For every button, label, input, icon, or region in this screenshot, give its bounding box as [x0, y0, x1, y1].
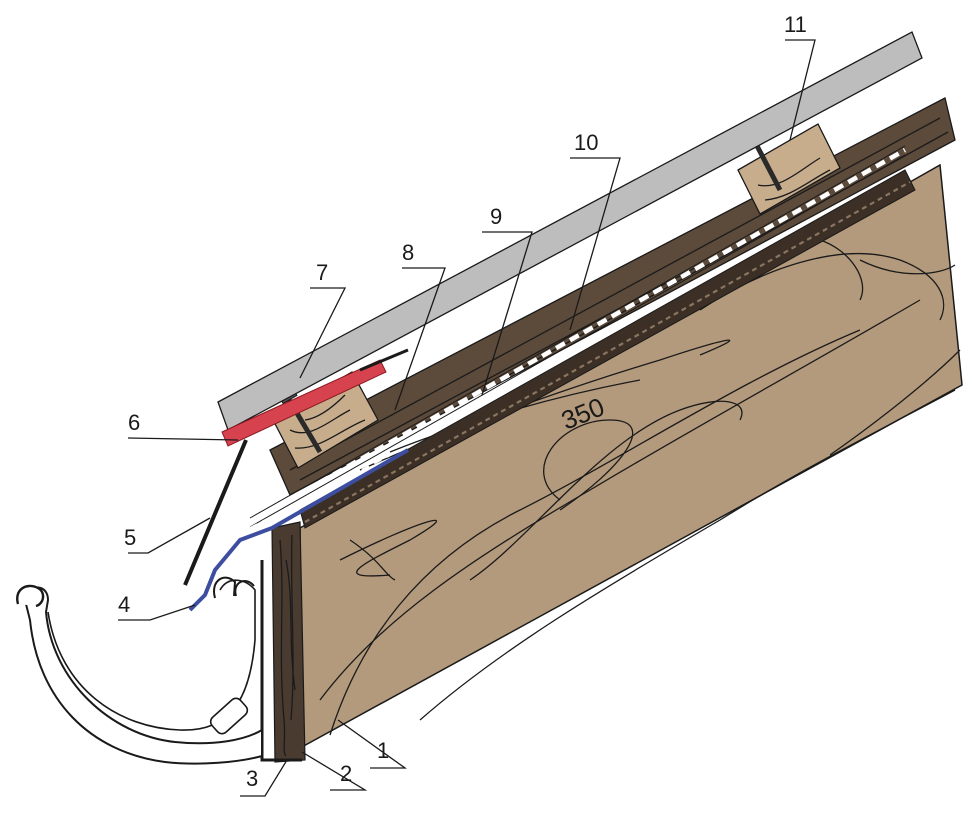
underlayment-membrane-edge: [249, 145, 906, 519]
drip-edge-top-strip: [359, 348, 409, 372]
callout-10: 10: [574, 130, 598, 155]
gutter-bracket-slot: [209, 697, 249, 735]
gutter-hook-2: [234, 580, 255, 597]
leader-lines: [118, 39, 816, 797]
callout-5: 5: [124, 525, 136, 550]
batten-lower-grain: [289, 394, 366, 449]
batten-upper: [737, 123, 841, 215]
gutter-outer: [22, 586, 263, 765]
fascia-grain: [279, 534, 296, 757]
counter-batten-texture: [304, 181, 911, 523]
callout-4: 4: [118, 592, 130, 617]
gutter-bead: [16, 584, 45, 608]
underlayment-membrane-edge-2: [249, 154, 906, 528]
callout-9: 9: [490, 204, 502, 229]
fascia-board: [271, 521, 306, 763]
batten-upper-grain: [757, 157, 831, 201]
underlayment-membrane: [248, 148, 907, 524]
callout-8: 8: [402, 240, 414, 265]
drip-edge-flashing: [221, 359, 387, 447]
drip-membrane: [188, 448, 409, 612]
metal-roof-sheet: [217, 31, 923, 431]
callout-7: 7: [316, 260, 328, 285]
gutter-bracket: [260, 560, 302, 762]
drip-membrane-dash: [249, 449, 401, 529]
counter-batten-strip: [299, 169, 916, 529]
callout-6: 6: [128, 410, 140, 435]
callout-2: 2: [340, 761, 352, 786]
callout-1: 1: [377, 738, 389, 763]
callout-3: 3: [246, 766, 258, 791]
gutter-hook-1: [213, 576, 237, 599]
callout-11: 11: [784, 12, 807, 37]
eave-strip: [183, 439, 248, 586]
